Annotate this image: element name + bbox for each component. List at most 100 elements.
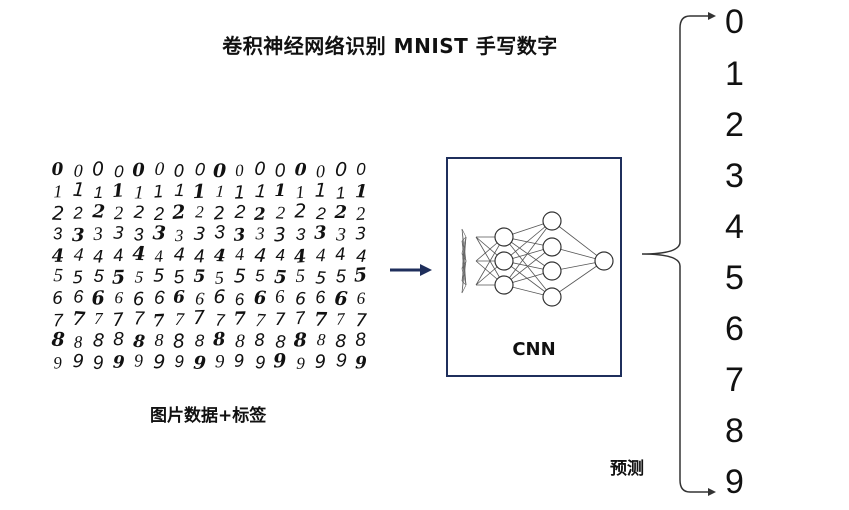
digit-sample: 4 — [213, 246, 226, 267]
digit-sample: 5 — [336, 267, 347, 287]
digit-sample: 1 — [111, 180, 125, 202]
digit-sample: 1 — [215, 181, 224, 200]
digit-sample: 1 — [53, 181, 62, 201]
nn-node — [542, 211, 562, 231]
output-class-2: 2 — [725, 106, 744, 144]
digit-sample: 5 — [72, 268, 84, 288]
digit-sample: 2 — [294, 200, 306, 222]
digit-sample: 1 — [295, 182, 305, 203]
digit-sample: 5 — [53, 265, 63, 286]
digit-sample: 4 — [154, 247, 164, 266]
digit-sample: 4 — [235, 244, 244, 264]
digit-sample: 4 — [93, 247, 104, 267]
digit-sample: 6 — [133, 289, 145, 310]
digit-sample: 1 — [174, 180, 185, 200]
digit-sample: 6 — [52, 288, 64, 309]
digit-sample: 8 — [316, 330, 326, 350]
digit-sample: 8 — [172, 330, 186, 353]
output-class-5: 5 — [725, 259, 744, 297]
digit-sample: 2 — [153, 204, 164, 224]
digit-sample: 5 — [153, 265, 164, 286]
digit-sample: 7 — [233, 308, 246, 329]
digit-sample: 9 — [72, 351, 84, 372]
digit-sample: 2 — [114, 203, 124, 224]
output-class-6: 6 — [725, 310, 744, 348]
digit-sample: 1 — [234, 182, 246, 203]
digit-sample: 5 — [315, 268, 327, 289]
digit-sample: 5 — [173, 267, 185, 289]
cnn-model-box: CNN — [446, 157, 622, 377]
digit-sample: 2 — [195, 202, 204, 221]
digit-sample: 8 — [113, 329, 124, 350]
digit-sample: 3 — [296, 225, 307, 244]
nn-node — [542, 287, 562, 307]
digit-sample: 3 — [152, 222, 166, 245]
digit-sample: 2 — [91, 201, 106, 223]
digit-sample: 7 — [133, 308, 145, 329]
digit-sample: 3 — [113, 224, 125, 244]
digit-sample: 5 — [134, 267, 144, 287]
grid-caption: 图片数据+标签 — [150, 406, 267, 426]
digit-sample: 2 — [72, 203, 84, 222]
digit-sample: 9 — [174, 352, 184, 371]
digit-sample: 0 — [334, 160, 347, 181]
nn-node — [494, 227, 514, 247]
digit-sample: 6 — [91, 287, 105, 310]
digit-sample: 4 — [293, 246, 307, 268]
digit-sample: 7 — [336, 309, 347, 328]
digit-sample: 4 — [173, 244, 185, 265]
digit-sample: 6 — [195, 288, 205, 309]
digit-sample: 4 — [112, 245, 123, 266]
digit-sample: 9 — [255, 352, 265, 372]
nn-node — [594, 251, 614, 271]
digit-sample: 9 — [233, 351, 245, 372]
digit-sample: 0 — [356, 160, 366, 179]
digit-sample: 2 — [233, 202, 246, 223]
digit-sample: 0 — [132, 160, 146, 181]
digit-sample: 8 — [254, 331, 266, 351]
digit-sample: 1 — [94, 183, 103, 202]
digit-sample: 3 — [193, 224, 206, 246]
digit-sample: 3 — [273, 224, 286, 247]
digit-sample: 9 — [355, 353, 367, 373]
digit-sample: 0 — [74, 161, 83, 181]
output-class-4: 4 — [725, 208, 744, 246]
digit-sample: 1 — [72, 179, 86, 202]
digit-sample: 3 — [233, 225, 246, 246]
digit-sample: 3 — [92, 224, 104, 246]
digit-sample: 0 — [316, 161, 326, 181]
digit-sample: 6 — [73, 287, 84, 307]
digit-sample: 0 — [254, 160, 266, 180]
digit-sample: 2 — [253, 205, 267, 225]
digit-sample: 6 — [315, 287, 327, 307]
digit-sample: 5 — [255, 266, 266, 285]
digit-sample: 7 — [215, 310, 226, 329]
digit-sample: 7 — [152, 311, 165, 332]
digit-sample: 8 — [92, 330, 105, 352]
digit-sample: 8 — [335, 331, 346, 352]
digit-sample: 4 — [194, 246, 205, 267]
digit-sample: 7 — [94, 309, 104, 328]
digit-sample: 3 — [52, 224, 63, 244]
digit-sample: 6 — [334, 288, 348, 311]
digit-sample: 9 — [134, 350, 144, 370]
nn-node — [542, 261, 562, 281]
digit-sample: 7 — [175, 309, 186, 329]
nn-node — [542, 237, 562, 257]
cnn-label: CNN — [512, 339, 556, 360]
digit-sample: 1 — [355, 181, 368, 202]
digit-sample: 1 — [335, 183, 345, 202]
digit-sample: 4 — [73, 244, 84, 266]
digit-sample: 5 — [234, 265, 247, 287]
output-class-1: 1 — [725, 55, 744, 93]
digit-sample: 9 — [53, 353, 63, 373]
digit-sample: 1 — [192, 181, 206, 203]
digit-sample: 1 — [134, 182, 144, 203]
digit-sample: 2 — [213, 203, 226, 225]
digit-sample: 0 — [194, 160, 205, 180]
digit-sample: 9 — [92, 353, 104, 375]
digit-sample: 2 — [170, 201, 186, 224]
digit-sample: 8 — [355, 329, 367, 351]
digit-sample: 3 — [314, 222, 327, 243]
digit-sample: 6 — [173, 287, 185, 307]
